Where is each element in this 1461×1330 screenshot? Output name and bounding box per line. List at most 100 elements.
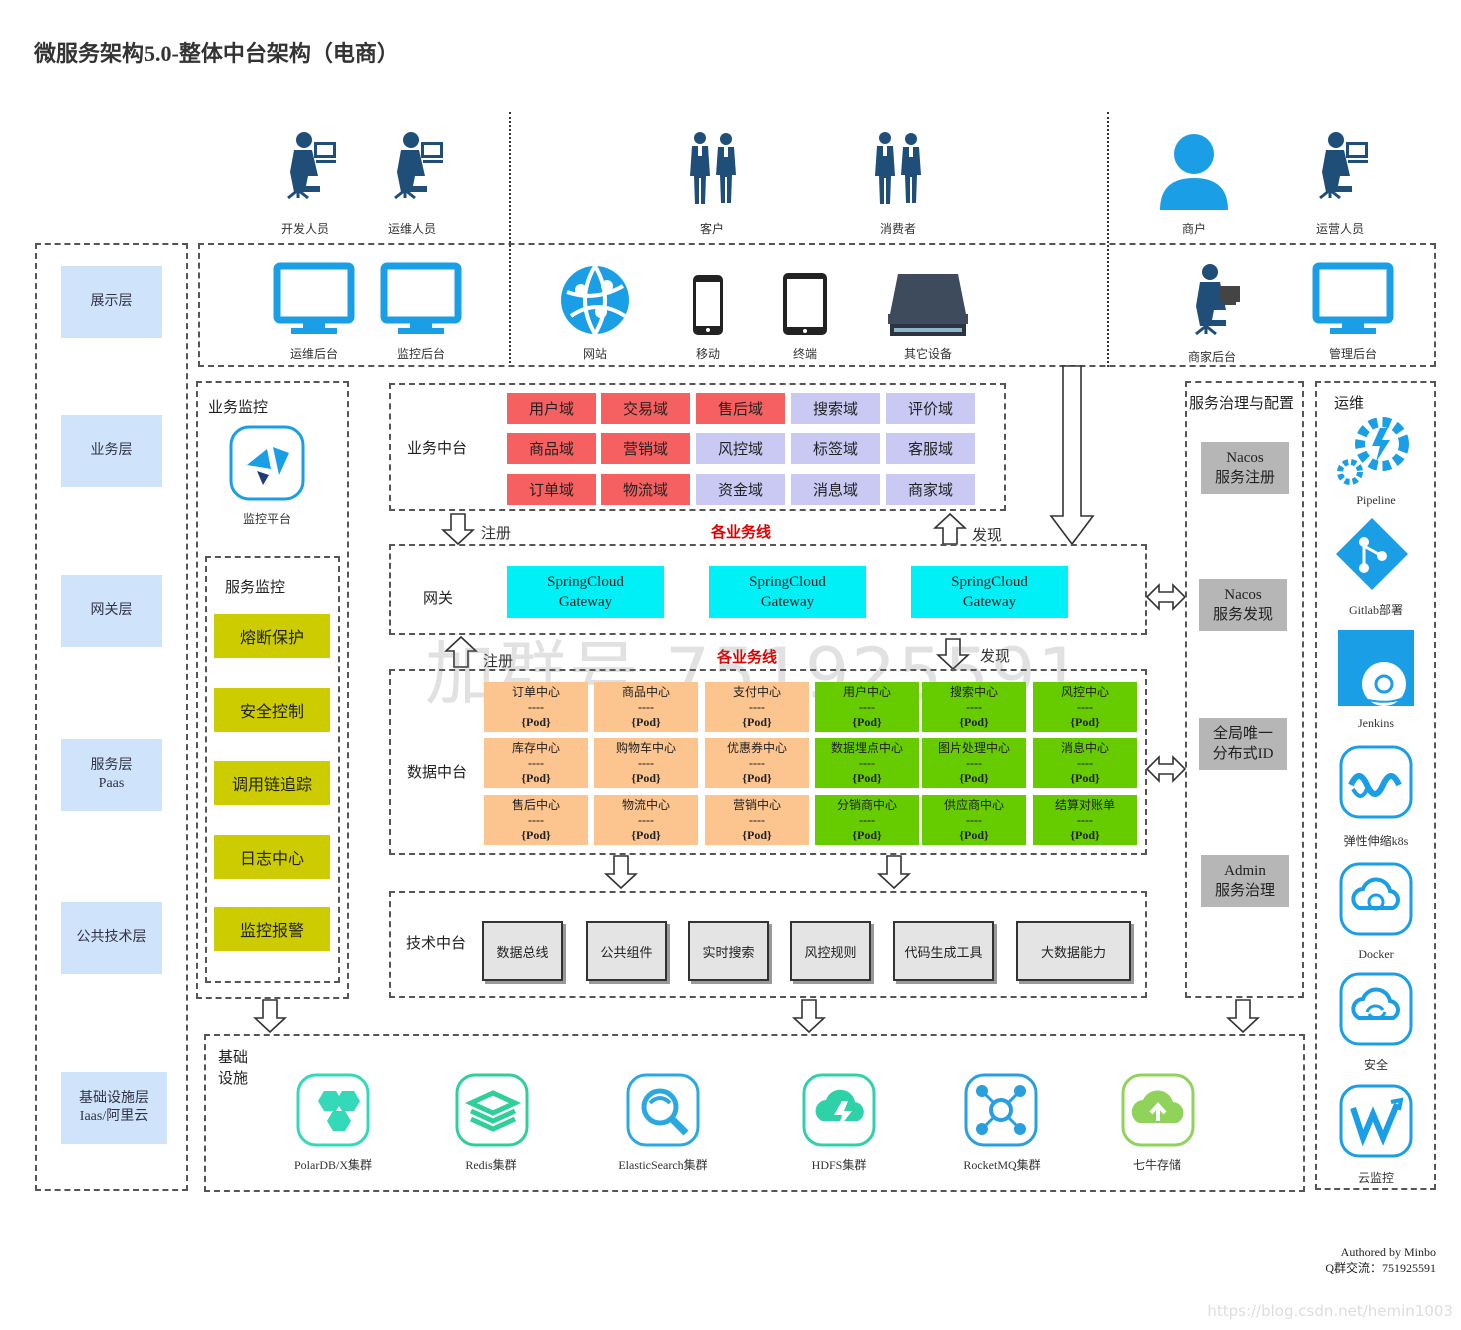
pod-tag: {Pod} bbox=[742, 771, 772, 785]
pod-separator: ---- bbox=[966, 813, 982, 827]
pod-service: 营销中心----{Pod} bbox=[705, 795, 809, 845]
tech-component: 公共组件 bbox=[586, 921, 667, 981]
customer-icon bbox=[684, 130, 744, 208]
operator-icon bbox=[1310, 128, 1372, 208]
pod-name: 消息中心 bbox=[1060, 741, 1109, 755]
tablet-icon bbox=[780, 270, 830, 338]
pipeline-gear-icon bbox=[1334, 414, 1412, 490]
cloud-monitor-icon bbox=[1339, 1084, 1413, 1158]
rocketmq-icon bbox=[964, 1073, 1038, 1147]
qiniu-icon bbox=[1121, 1073, 1195, 1147]
mobile-icon bbox=[690, 272, 726, 338]
user-label: 开发人员 bbox=[280, 222, 329, 236]
service-monitor-title: 服务监控 bbox=[225, 580, 286, 596]
ops-person-icon bbox=[385, 128, 447, 208]
data-governance-arrow bbox=[1145, 755, 1187, 783]
pod-service: 库存中心----{Pod} bbox=[484, 738, 588, 788]
business-line-label-2: 各业务线 bbox=[717, 650, 778, 666]
hdfs-icon bbox=[802, 1073, 876, 1147]
redis-icon bbox=[455, 1073, 529, 1147]
tech-to-infra-arrow bbox=[791, 999, 827, 1034]
monitor-platform-icon bbox=[229, 425, 305, 501]
gateway-governance-arrow bbox=[1145, 583, 1187, 611]
pod-name: 优惠券中心 bbox=[726, 741, 787, 755]
presentation-label: 其它设备 bbox=[903, 347, 952, 361]
register-label-2: 注册 bbox=[483, 654, 514, 670]
infra-label: PolarDB/X集群 bbox=[293, 1158, 372, 1172]
source-url: https://blog.csdn.net/hemin1003 bbox=[1207, 1302, 1453, 1320]
business-domain: 搜索域 bbox=[791, 393, 880, 424]
business-domain: 订单域 bbox=[507, 474, 596, 505]
pod-service: 售后中心----{Pod} bbox=[484, 795, 588, 845]
governance-title: 服务治理与配置 bbox=[1189, 396, 1295, 412]
developer-icon bbox=[278, 128, 340, 208]
pod-name: 分销商中心 bbox=[836, 798, 897, 812]
pod-separator: ---- bbox=[859, 813, 875, 827]
pod-tag: {Pod} bbox=[631, 771, 661, 785]
presentation-label: 运维后台 bbox=[289, 347, 338, 361]
ops-box bbox=[1315, 381, 1436, 1190]
pod-name: 订单中心 bbox=[511, 685, 560, 699]
discover-label-2: 发现 bbox=[980, 649, 1011, 665]
business-domain: 评价域 bbox=[886, 393, 975, 424]
pod-name: 图片处理中心 bbox=[937, 741, 1010, 755]
pod-tag: {Pod} bbox=[521, 828, 551, 842]
pod-tag: {Pod} bbox=[852, 715, 882, 729]
pod-separator: ---- bbox=[528, 700, 544, 714]
tech-component: 大数据能力 bbox=[1016, 921, 1131, 981]
pod-name: 供应商中心 bbox=[943, 798, 1004, 812]
pod-name: 数据埋点中心 bbox=[830, 741, 903, 755]
discover-arrow-down bbox=[935, 638, 971, 671]
pod-service: 结算对账单----{Pod} bbox=[1033, 795, 1137, 845]
user-label: 消费者 bbox=[879, 222, 916, 236]
user-label: 商户 bbox=[1181, 222, 1206, 236]
pod-separator: ---- bbox=[638, 700, 654, 714]
infra-box bbox=[204, 1034, 1305, 1192]
pod-service: 数据埋点中心----{Pod} bbox=[815, 738, 919, 788]
governance-to-infra-arrow bbox=[1225, 999, 1261, 1034]
data-center-box bbox=[389, 669, 1147, 855]
pod-name: 购物车中心 bbox=[615, 741, 676, 755]
presentation-label: 终端 bbox=[792, 347, 817, 361]
business-line-label: 各业务线 bbox=[711, 525, 772, 541]
business-domain: 商家域 bbox=[886, 474, 975, 505]
business-domain: 物流域 bbox=[601, 474, 690, 505]
jenkins-icon bbox=[1338, 630, 1414, 706]
tech-center-title: 技术中台 bbox=[406, 936, 467, 952]
gitlab-icon bbox=[1334, 516, 1410, 592]
pod-tag: {Pod} bbox=[852, 828, 882, 842]
service-monitor-item: 日志中心 bbox=[214, 835, 330, 879]
presentation-label: 移动 bbox=[695, 347, 720, 361]
pod-name: 结算对账单 bbox=[1054, 798, 1115, 812]
pod-tag: {Pod} bbox=[959, 771, 989, 785]
governance-box bbox=[1185, 381, 1304, 998]
monitor-icon bbox=[1312, 262, 1394, 336]
presentation-label: 网站 bbox=[582, 347, 607, 361]
pod-separator: ---- bbox=[1077, 700, 1093, 714]
infra-label: ElasticSearch集群 bbox=[618, 1158, 708, 1172]
service-monitor-item: 熔断保护 bbox=[214, 614, 330, 658]
polardb-icon bbox=[296, 1073, 370, 1147]
business-domain: 用户域 bbox=[507, 393, 596, 424]
pod-service: 物流中心----{Pod} bbox=[594, 795, 698, 845]
user-label: 运维人员 bbox=[387, 222, 436, 236]
pod-name: 售后中心 bbox=[511, 798, 560, 812]
layers-column bbox=[35, 243, 188, 1191]
pod-tag: {Pod} bbox=[1070, 715, 1100, 729]
infra-label: 七牛存储 bbox=[1132, 1158, 1181, 1172]
device-icon bbox=[886, 272, 970, 338]
tech-component: 数据总线 bbox=[482, 921, 563, 981]
business-domain: 风控域 bbox=[696, 433, 785, 464]
ops-label: Docker bbox=[1358, 947, 1394, 961]
pod-service: 用户中心----{Pod} bbox=[815, 682, 919, 732]
business-monitor-box bbox=[196, 381, 349, 999]
k8s-wave-icon bbox=[1339, 745, 1413, 819]
monitor-platform-label: 监控平台 bbox=[242, 512, 291, 526]
infra-label: RocketMQ集群 bbox=[963, 1158, 1041, 1172]
monitor-icon bbox=[273, 262, 355, 336]
pod-service: 消息中心----{Pod} bbox=[1033, 738, 1137, 788]
credit-author: Authored by Minbo bbox=[1340, 1245, 1436, 1259]
pod-tag: {Pod} bbox=[521, 715, 551, 729]
